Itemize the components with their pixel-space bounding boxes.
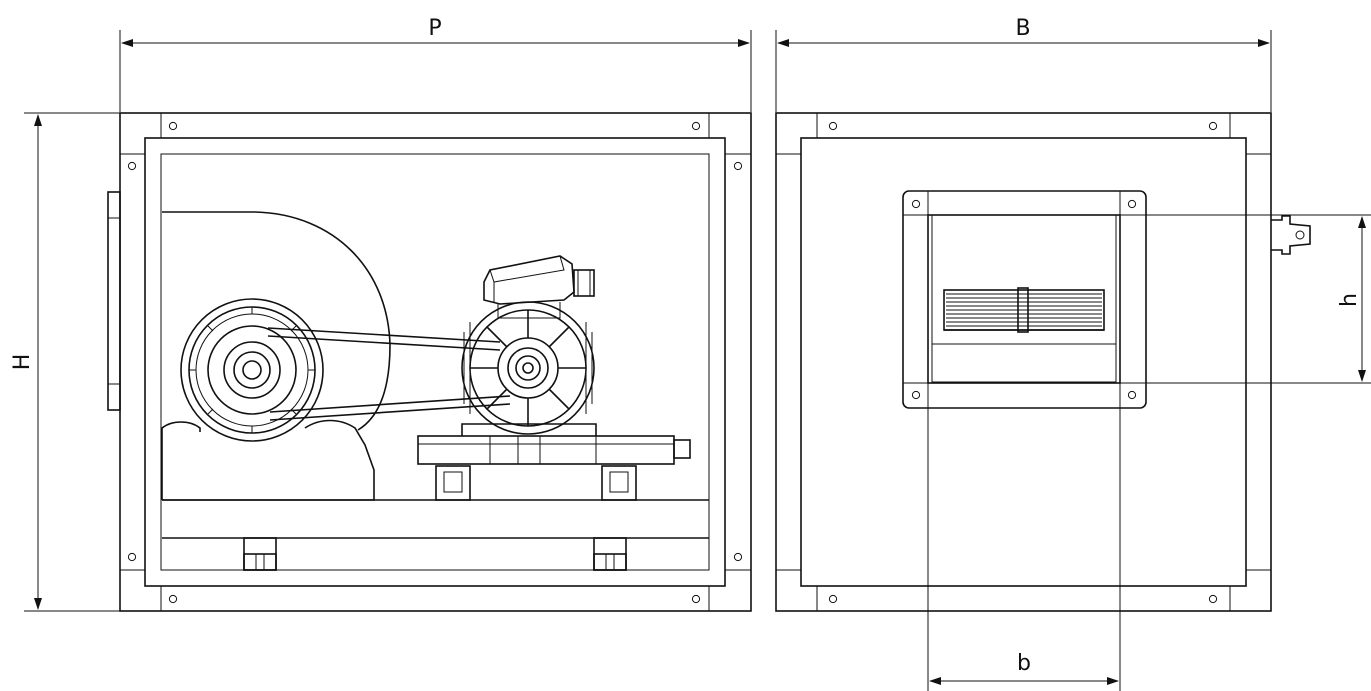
dimension-lines (24, 30, 1371, 691)
dimension-label-p: P (428, 16, 441, 41)
front-view (775, 112, 1311, 612)
dimension-label-h-height: H (10, 354, 35, 371)
dimension-label-b-width: B (1015, 16, 1030, 41)
dimension-label-b-outlet: b (1017, 651, 1031, 676)
side-view (107, 112, 752, 612)
dimension-label-h-outlet: h (1337, 293, 1362, 307)
